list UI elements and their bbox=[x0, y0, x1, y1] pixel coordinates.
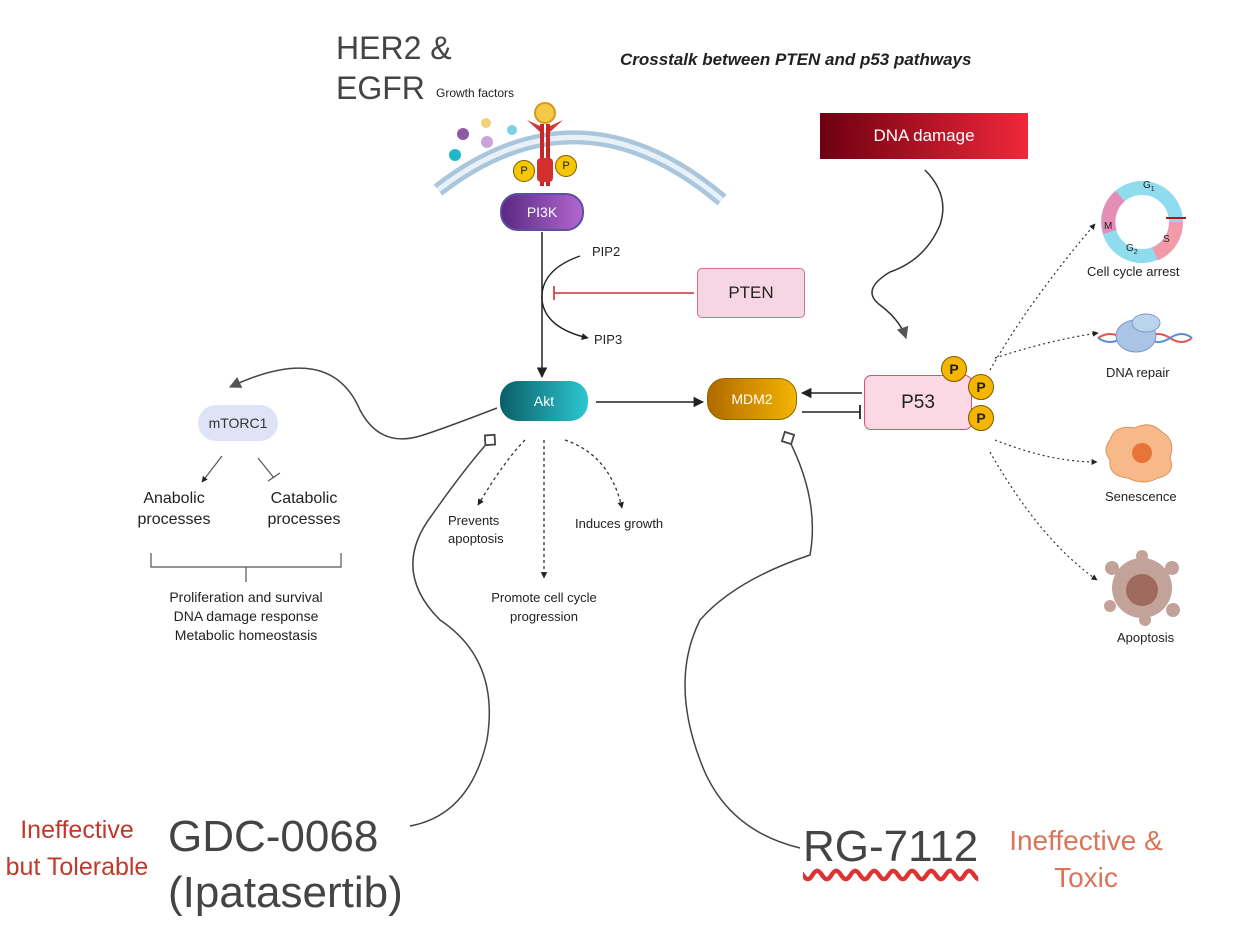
receptor-icon bbox=[527, 102, 563, 186]
phospho-badge: P bbox=[941, 356, 967, 382]
apoptosis-label: Apoptosis bbox=[1117, 630, 1175, 645]
dna-damage-box: DNA damage bbox=[820, 113, 1028, 159]
rg-label: RG-7112 bbox=[803, 822, 979, 871]
anabolic-label: Anabolic processes bbox=[137, 490, 211, 528]
pi3k-node: PI3K bbox=[500, 193, 584, 231]
gdc-name: GDC-0068 bbox=[168, 812, 379, 861]
rg-connector bbox=[684, 430, 814, 849]
pip2-label: PIP2 bbox=[592, 244, 621, 259]
mtorc1-node: mTORC1 bbox=[198, 405, 278, 441]
phase-s: S bbox=[1163, 234, 1170, 245]
phospho-badge: P bbox=[968, 374, 994, 400]
catabolic-label: Catabolic processes bbox=[267, 490, 341, 528]
induces-growth-label: Induces growth bbox=[575, 516, 664, 531]
mdm2-node: MDM2 bbox=[707, 378, 797, 420]
growth-factor-dots bbox=[449, 118, 517, 161]
phase-g1: G1 bbox=[1143, 180, 1155, 193]
rg-name: RG-7112 bbox=[803, 822, 978, 872]
promote-cell-cycle-label: Promote cell cycle progression bbox=[491, 590, 597, 624]
outcome-item: DNA damage response bbox=[173, 608, 319, 624]
akt-prevents-arrow bbox=[477, 439, 526, 506]
gdc-note: Ineffective but Tolerable bbox=[5, 816, 149, 881]
cell-cycle-arrest-label: Cell cycle arrest bbox=[1087, 264, 1180, 279]
pten-node: PTEN bbox=[697, 268, 805, 318]
phase-m: M bbox=[1104, 221, 1113, 232]
outcome-item: Proliferation and survival bbox=[169, 589, 323, 605]
rg-note: Ineffective & Toxic bbox=[1009, 825, 1163, 893]
phospho-badge: P bbox=[513, 160, 535, 182]
dna-damage-arrow bbox=[871, 169, 944, 340]
pip3-label: PIP3 bbox=[594, 332, 623, 347]
growth-factors-label: Growth factors bbox=[436, 86, 515, 100]
outcome-item: Metabolic homeostasis bbox=[174, 627, 318, 643]
dna-repair-label: DNA repair bbox=[1106, 365, 1170, 380]
senescence-label: Senescence bbox=[1105, 489, 1177, 504]
pip2-to-pip3-arrow bbox=[541, 255, 589, 340]
akt-node: Akt bbox=[500, 381, 588, 421]
phospho-badge: P bbox=[968, 405, 994, 431]
apoptosis-icon bbox=[1104, 550, 1180, 626]
cell-cycle-icon bbox=[1101, 181, 1186, 263]
akt-to-mtorc1-arrow bbox=[228, 367, 498, 440]
diagram-title: Crosstalk between PTEN and p53 pathways bbox=[620, 50, 972, 69]
phospho-badge: P bbox=[555, 155, 577, 177]
p53-label: P53 bbox=[901, 391, 935, 413]
prevents-apoptosis-label: Prevents apoptosis bbox=[448, 513, 504, 546]
gdc-generic-name: (Ipatasertib) bbox=[168, 868, 403, 917]
gdc-connector bbox=[409, 433, 497, 827]
phase-g2: G2 bbox=[1126, 243, 1138, 256]
akt-induces-arrow bbox=[564, 439, 624, 509]
receptor-label: HER2 & EGFR bbox=[336, 30, 452, 106]
p53-node: P53 bbox=[864, 375, 972, 430]
mtorc-outcomes: Proliferation and survival DNA damage re… bbox=[130, 588, 362, 645]
dna-repair-icon bbox=[1097, 313, 1193, 353]
senescence-icon bbox=[1105, 424, 1173, 483]
